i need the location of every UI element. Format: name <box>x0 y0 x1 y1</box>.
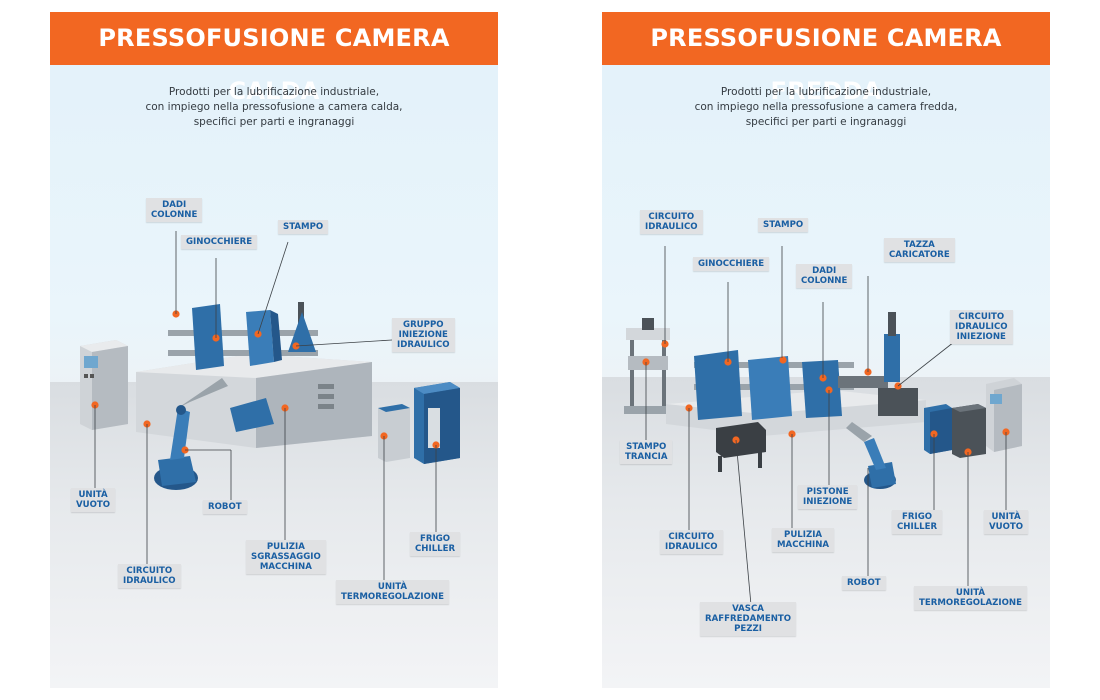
label-dadi-colonne: DADI COLONNE <box>146 198 203 222</box>
label-unita-vuoto: UNITÀ VUOTO <box>984 510 1029 534</box>
label-robot: ROBOT <box>203 500 247 514</box>
leader-lines <box>645 246 1007 617</box>
label-stampo: STAMPO <box>758 218 809 232</box>
robot-illustration <box>154 378 228 490</box>
label-ginocchiere: GINOCCHIERE <box>693 257 770 271</box>
panel-subtitle: Prodotti per la lubrificazione industria… <box>50 85 498 130</box>
label-circuito-idraulico-iniezione: CIRCUITO IDRAULICO INIEZIONE <box>950 310 1013 344</box>
hot-chamber-machine-illustration <box>80 231 460 580</box>
vacuum-unit-illustration <box>80 340 128 430</box>
subtitle-line: Prodotti per la lubrificazione industria… <box>168 86 380 98</box>
cold-chamber-panel: PRESSOFUSIONE CAMERA FREDDA Prodotti per… <box>602 12 1050 688</box>
subtitle-line: con impiego nella pressofusione a camera… <box>145 101 403 113</box>
label-stampo: STAMPO <box>278 220 329 234</box>
vacuum-unit-illustration <box>986 378 1022 452</box>
hot-chamber-panel: PRESSOFUSIONE CAMERA CALDA Prodotti per … <box>50 12 498 688</box>
label-robot: ROBOT <box>842 576 886 590</box>
label-frigo-chiller: FRIGO CHILLER <box>410 532 461 556</box>
label-vasca-raffredamento-pezzi: VASCA RAFFREDAMENTO PEZZI <box>700 602 797 636</box>
chiller-illustration <box>924 404 952 454</box>
label-unita-termoregolazione: UNITÀ TERMOREGOLAZIONE <box>914 586 1027 610</box>
cold-chamber-machine-illustration <box>624 246 1022 617</box>
label-gruppo-iniezione-idraulico: GRUPPO INIEZIONE IDRAULICO <box>392 318 455 352</box>
thermoregulation-unit-illustration <box>378 404 410 462</box>
label-tazza-caricatore: TAZZA CARICATORE <box>884 238 955 262</box>
label-frigo-chiller: FRIGO CHILLER <box>892 510 943 534</box>
label-ginocchiere: GINOCCHIERE <box>181 235 258 249</box>
label-pulizia-macchina: PULIZIA MACCHINA <box>772 528 835 552</box>
label-stampo-trancia: STAMPO TRANCIA <box>620 440 673 464</box>
label-unita-termoregolazione: UNITÀ TERMOREGOLAZIONE <box>336 580 449 604</box>
subtitle-line: Prodotti per la lubrificazione industria… <box>720 86 932 98</box>
panel-subtitle: Prodotti per la lubrificazione industria… <box>602 85 1050 130</box>
label-dadi-colonne: DADI COLONNE <box>796 264 853 288</box>
machine-base-illustration <box>136 354 372 448</box>
cooling-tank-illustration <box>716 422 766 472</box>
subtitle-line: specifici per parti e ingranaggi <box>193 116 355 128</box>
thermoregulation-unit-illustration <box>952 404 986 458</box>
trim-press-illustration <box>624 318 674 414</box>
label-pistone-iniezione: PISTONE INIEZIONE <box>798 485 858 509</box>
chiller-illustration <box>414 382 460 464</box>
panel-title: PRESSOFUSIONE CAMERA FREDDA <box>602 12 1050 105</box>
subtitle-line: con impiego nella pressofusione a camera… <box>694 101 958 113</box>
subtitle-line: specifici per parti e ingranaggi <box>745 116 907 128</box>
robot-illustration <box>846 422 896 489</box>
panel-title: PRESSOFUSIONE CAMERA CALDA <box>50 12 498 105</box>
label-circuito-idraulico-bottom: CIRCUITO IDRAULICO <box>660 530 723 554</box>
label-circuito-idraulico: CIRCUITO IDRAULICO <box>118 564 181 588</box>
label-pulizia-sgrassaggio-macchina: PULIZIA SGRASSAGGIO MACCHINA <box>246 540 326 574</box>
label-unita-vuoto: UNITÀ VUOTO <box>71 488 116 512</box>
leader-lines <box>94 231 437 580</box>
label-circuito-idraulico-top: CIRCUITO IDRAULICO <box>640 210 703 234</box>
